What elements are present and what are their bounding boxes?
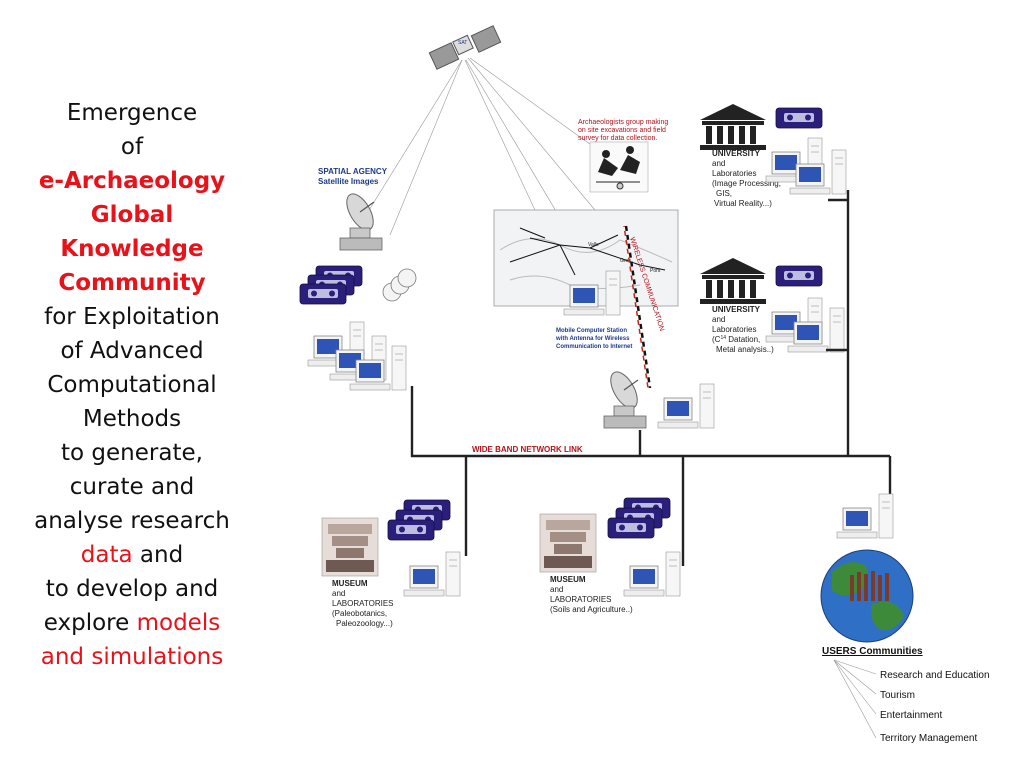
museum-label: and xyxy=(550,585,563,594)
title-highlight: e-Archaeology xyxy=(38,168,226,194)
title-line: to generate, xyxy=(61,440,203,466)
users-title: USERS Communities xyxy=(822,646,923,657)
spatial-agency-label: SPATIAL AGENCY xyxy=(318,167,388,176)
museum-building-icon xyxy=(321,517,379,577)
museum-computer-icon xyxy=(623,551,681,597)
archaeologists-label: on site excavations and field xyxy=(578,127,666,134)
university-label: UNIVERSITY xyxy=(712,149,761,158)
network-link-label: WIDE BAND NETWORK LINK xyxy=(472,445,583,454)
wireless-link-line xyxy=(624,225,652,389)
ground-dish-icon xyxy=(603,367,647,429)
satellite-dish-icon xyxy=(339,189,383,251)
university-building-icon xyxy=(700,104,766,150)
satellite-rays xyxy=(365,57,621,286)
title-line: Emergence xyxy=(66,100,198,126)
title-highlight: and simulations xyxy=(40,644,224,670)
university-label: UNIVERSITY xyxy=(712,305,761,314)
users-computer-icon xyxy=(836,493,894,539)
university-label: and xyxy=(712,159,725,168)
map-label: Pont xyxy=(650,268,661,274)
university-label: Laboratories xyxy=(712,325,756,334)
media-tapes-icon xyxy=(607,497,671,539)
university-label: (C xyxy=(712,335,721,344)
title-line: data and xyxy=(8,538,256,572)
archaeologists-label: Archaeologists group making xyxy=(578,119,668,126)
university-label: Virtual Reality...) xyxy=(714,199,772,208)
users-item: Tourism xyxy=(880,690,915,701)
title-highlight: Global xyxy=(90,202,174,228)
title-block: Emergence of e-Archaeology Global Knowle… xyxy=(8,96,256,674)
title-line: to develop and xyxy=(45,576,219,602)
mobile-station-label: Communication to Internet xyxy=(556,344,632,350)
university-building-icon xyxy=(700,258,766,304)
media-tapes-icon xyxy=(299,265,363,305)
title-line: Computational xyxy=(47,372,217,398)
title-highlight: Knowledge xyxy=(60,236,204,262)
museum-building-icon xyxy=(539,513,597,573)
title-highlight: models xyxy=(136,610,221,636)
media-tapes-icon xyxy=(775,107,823,129)
users-item: Research and Education xyxy=(880,670,990,681)
title-line: explore models xyxy=(8,606,256,640)
mobile-station-label: Mobile Computer Station xyxy=(556,328,627,334)
university-label: Laboratories xyxy=(712,169,756,178)
museum-label: MUSEUM xyxy=(550,575,586,584)
museum-label: and xyxy=(332,589,345,598)
satellite-icon: SAT xyxy=(428,25,502,70)
person-icon xyxy=(626,146,634,154)
university-label: (C14 Datation, xyxy=(712,335,760,344)
title-line: analyse research xyxy=(34,508,230,534)
title-line: for Exploitation xyxy=(44,304,220,330)
ground-computer-icon xyxy=(657,383,715,429)
archaeologists-group: Archaeologists group making on site exca… xyxy=(578,119,668,193)
archaeologists-label: survey for data collection. xyxy=(578,135,657,142)
title-line: of Advanced xyxy=(60,338,204,364)
university-label: Metal analysis..) xyxy=(716,345,774,354)
university-label: (Image Processing, xyxy=(712,179,781,188)
title-line: curate and xyxy=(69,474,195,500)
network-wiring xyxy=(410,190,892,566)
computer-cluster-left xyxy=(307,321,407,391)
title-line: Methods xyxy=(82,406,182,432)
mobile-station-label: with Antenna for Wireless xyxy=(555,336,630,342)
computer-cluster-univ2 xyxy=(765,297,845,353)
museum-label: Paleozoology...) xyxy=(336,619,393,628)
university-label: and xyxy=(712,315,725,324)
university-label: Datation, xyxy=(726,335,760,344)
museum-computer-icon xyxy=(403,551,461,597)
media-tapes-icon xyxy=(387,499,451,541)
museum-label: (Soils and Agriculture..) xyxy=(550,605,633,614)
media-tapes-icon xyxy=(775,265,823,287)
spatial-agency-label: Satellite Images xyxy=(318,177,379,186)
university-label: 14 xyxy=(720,335,726,341)
title-highlight: Community xyxy=(58,270,206,296)
map-label: Valle xyxy=(588,242,599,248)
users-item: Territory Management xyxy=(880,733,977,744)
museum-label: (Paleobotanics, xyxy=(332,609,387,618)
cd-disks-icon xyxy=(382,268,417,302)
museum-label: MUSEUM xyxy=(332,579,368,588)
title-line: of xyxy=(120,134,144,160)
university-label: GIS, xyxy=(716,189,732,198)
title-text: and xyxy=(132,542,184,568)
museum-label: LABORATORIES xyxy=(550,595,612,604)
title-text: explore xyxy=(43,610,137,636)
users-item: Entertainment xyxy=(880,710,942,721)
person-icon xyxy=(602,150,610,158)
svg-text:SAT: SAT xyxy=(458,40,467,46)
users-connector-lines xyxy=(833,659,877,739)
globe-people-icon xyxy=(820,549,914,643)
title-highlight: data xyxy=(80,542,133,568)
museum-label: LABORATORIES xyxy=(332,599,394,608)
map-label: Gree xyxy=(620,258,631,264)
